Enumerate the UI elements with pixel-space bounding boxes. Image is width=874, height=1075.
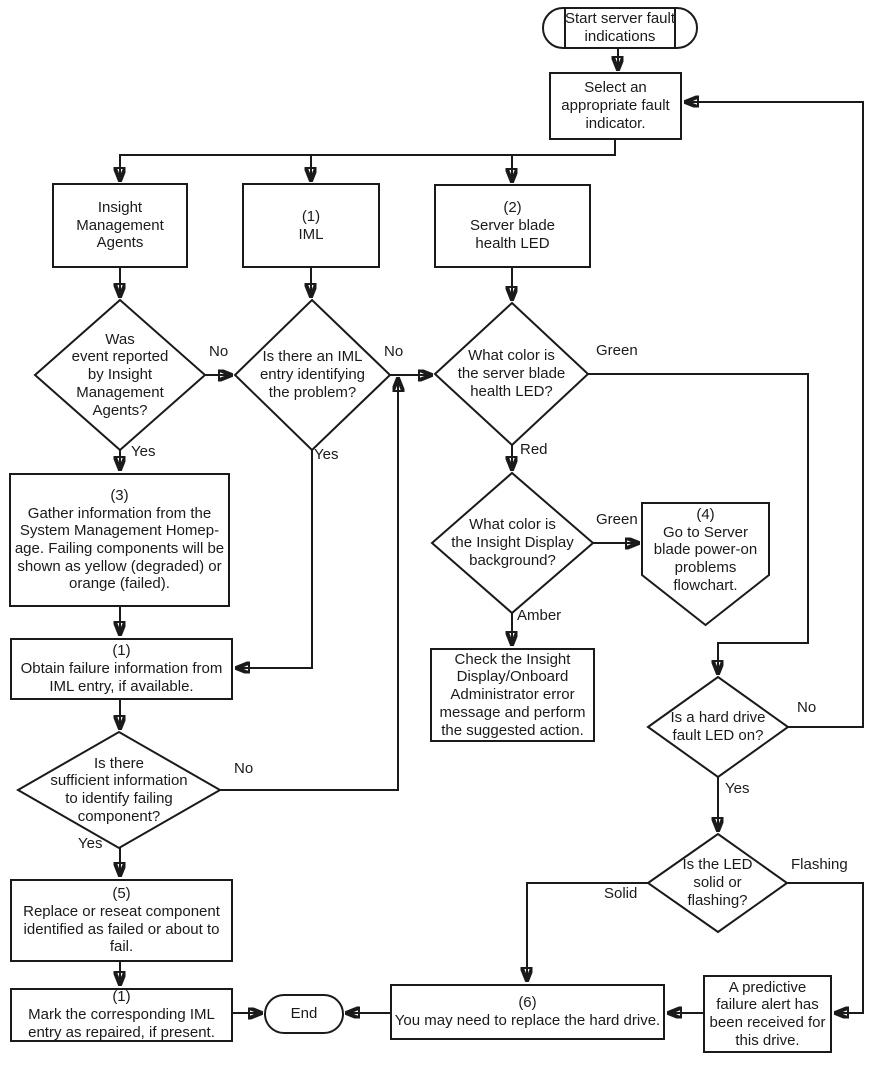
edge-q-mode-flashing <box>787 882 864 1013</box>
node-q-led-color-label: What color is the server blade health LE… <box>457 347 566 400</box>
edge-q-sufficient-no <box>220 378 398 791</box>
edge-label-sufficient-yes: Yes <box>78 835 103 852</box>
edge-label-hdd-no: No <box>797 699 817 716</box>
edge-label-display-amber: Amber <box>517 607 562 624</box>
edge-label-hdd-yes: Yes <box>725 780 750 797</box>
edge-label-agents-yes: Yes <box>131 443 156 460</box>
node-replace-hard-drive: (6) You may need to replace the hard dri… <box>390 984 665 1040</box>
end-terminator-shape <box>264 994 344 1034</box>
edge-q-hdd-no-feedback <box>685 102 864 728</box>
node-q-sufficient-label: Is there sufficient information to ident… <box>50 754 188 825</box>
decision-q-display-color-shape <box>430 471 595 615</box>
decision-q-led-color-shape <box>433 301 590 447</box>
edge-q-mode-solid <box>527 882 648 981</box>
start-terminator-shape <box>542 7 698 49</box>
node-obtain-failure-information: (1) Obtain failure information from IML … <box>10 638 233 700</box>
node-gather-information: (3) Gather information from the System M… <box>9 473 230 607</box>
edge-q-led-green <box>588 373 809 674</box>
edge-select-to-insight-agents <box>120 140 616 181</box>
edge-q-iml-yes <box>236 450 313 668</box>
edge-label-display-green: Green <box>596 511 638 528</box>
node-iml: (1) IML <box>242 183 380 268</box>
node-q-iml-label: Is there an IML entry identifying the pr… <box>259 348 366 401</box>
edge-label-led-green: Green <box>596 342 638 359</box>
node-start-label: Start server fault indications <box>564 10 676 45</box>
node-end-label: End <box>290 1005 318 1023</box>
edge-label-agents-no: No <box>209 343 229 360</box>
node-insight-management-agents: Insight Management Agents <box>52 183 188 268</box>
decision-q-sufficient-shape <box>15 730 223 850</box>
edge-label-led-red: Red <box>520 441 548 458</box>
node-predictive-failure-alert: A predictive failure alert has been rece… <box>703 975 832 1053</box>
node-server-blade-health-led: (2) Server blade health LED <box>434 184 591 268</box>
edge-label-iml-no: No <box>384 343 404 360</box>
decision-q-iml-shape <box>233 298 392 452</box>
node-q-led-mode-label: Is the LED solid or flashing? <box>682 856 753 909</box>
edge-label-mode-solid: Solid <box>604 885 638 902</box>
node-q-hdd-fault-label: Is a hard drive fault LED on? <box>670 709 766 744</box>
node-goto-poweron-label: (4) Go to Server blade power-on problems… <box>653 506 758 594</box>
node-q-agents-label: Was event reported by Insight Management… <box>71 330 169 419</box>
node-check-insight-display: Check the Insight Display/Onboard Admini… <box>430 648 595 742</box>
node-select-fault-indicator: Select an appropriate fault indicator. <box>549 72 682 140</box>
edge-label-sufficient-no: No <box>234 760 254 777</box>
node-mark-iml-repaired: (1) Mark the corresponding IML entry as … <box>10 988 233 1042</box>
edge-label-iml-yes: Yes <box>314 446 339 463</box>
node-replace-or-reseat-component: (5) Replace or reseat component identifi… <box>10 879 233 962</box>
node-q-display-color-label: What color is the Insight Display backgr… <box>451 516 574 569</box>
edge-label-mode-flashing: Flashing <box>791 856 848 873</box>
decision-q-hdd-fault-shape <box>646 675 790 779</box>
decision-q-agents-shape <box>33 298 207 452</box>
decision-q-led-mode-shape <box>646 832 789 934</box>
offpage-goto-poweron-shape <box>641 502 770 627</box>
